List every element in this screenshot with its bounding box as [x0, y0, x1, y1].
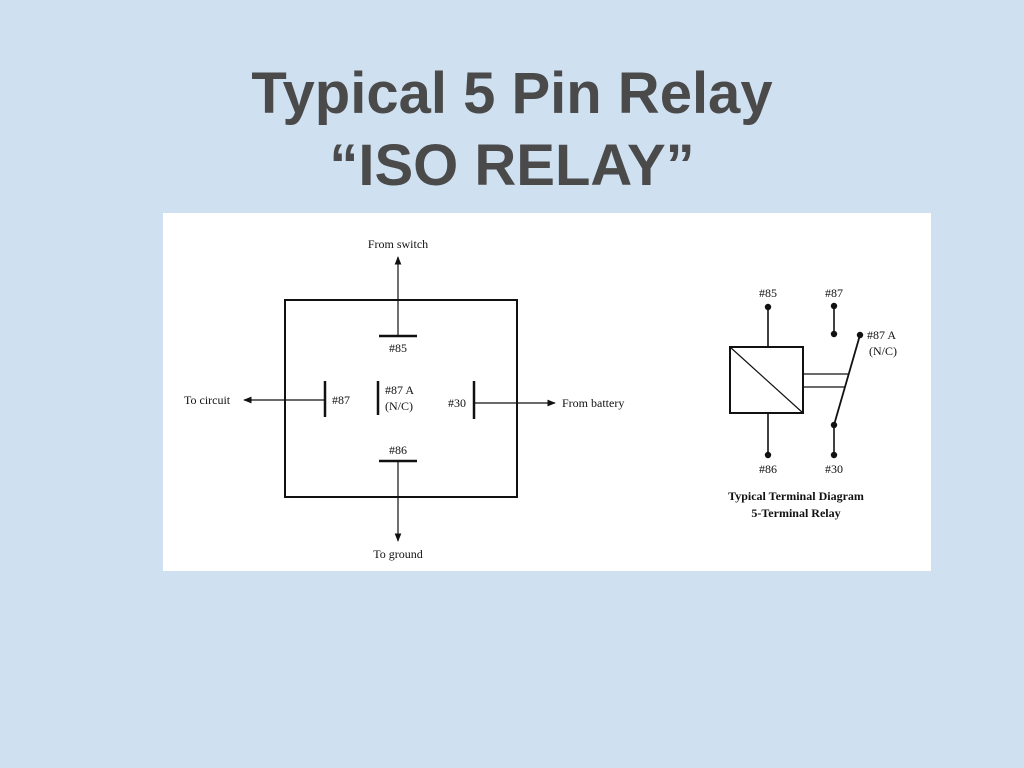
pin-87-label: #87: [332, 393, 350, 407]
title-line-1: Typical 5 Pin Relay: [251, 61, 773, 126]
right-pin-87a-note: (N/C): [869, 344, 897, 358]
pin-85-label: #85: [389, 341, 407, 355]
right-pin-30-label: #30: [825, 462, 843, 476]
right-pin-86-label: #86: [759, 462, 777, 476]
coil-box: [729, 346, 804, 414]
slide-title: Typical 5 Pin Relay “ISO RELAY”: [0, 58, 1024, 202]
relay-box: [284, 299, 518, 498]
pin-87a-note: (N/C): [385, 399, 413, 413]
from-switch-label: From switch: [368, 237, 428, 251]
left-relay-diagram: From switch #85 #86 To ground To circuit…: [184, 237, 624, 561]
pin-87a-label: #87 A: [385, 383, 414, 397]
relay-diagram-svg: From switch #85 #86 To ground To circuit…: [184, 237, 897, 561]
title-line-2: “ISO RELAY”: [329, 133, 695, 198]
right-pin-85-label: #85: [759, 286, 777, 300]
pin-86-label: #86: [389, 443, 407, 457]
caption-line-2: 5-Terminal Relay: [751, 506, 840, 520]
to-circuit-label: To circuit: [184, 393, 231, 407]
from-battery-label: From battery: [562, 396, 624, 410]
caption-line-1: Typical Terminal Diagram: [728, 489, 864, 503]
armature-blade: [833, 334, 861, 426]
pin-30-label: #30: [448, 396, 466, 410]
right-terminal-diagram: #85 #86 #87 #87 A (N/C): [728, 286, 897, 520]
right-pin-87-contact: [830, 330, 838, 338]
right-pin-87a-label: #87 A: [867, 328, 896, 342]
right-pin-30-dot: [830, 451, 838, 459]
right-pin-86-dot: [764, 451, 772, 459]
relay-diagram-image: From switch #85 #86 To ground To circuit…: [163, 213, 931, 571]
right-pin-87-label: #87: [825, 286, 843, 300]
to-ground-label: To ground: [373, 547, 423, 561]
coil-diagonal: [729, 346, 804, 414]
